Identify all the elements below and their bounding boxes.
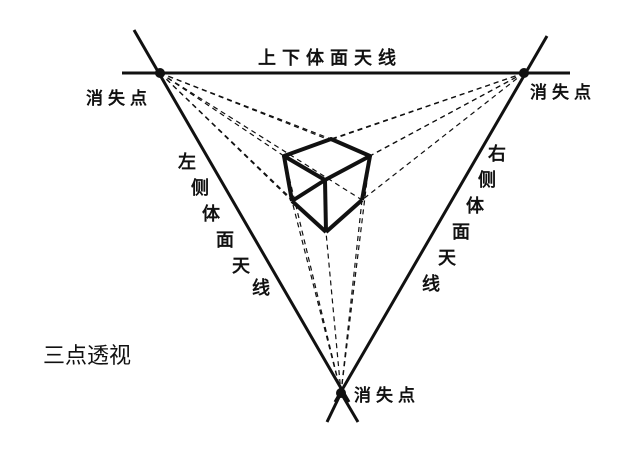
vanishing-point-bottom-label: 消失点 xyxy=(354,385,420,406)
construction-line xyxy=(330,72,525,140)
construction-lines xyxy=(159,72,525,394)
left-side-label-char: 面 xyxy=(216,230,234,251)
bottom-extension-right xyxy=(339,392,360,423)
construction-line xyxy=(324,72,525,181)
cube-top-face xyxy=(282,137,372,182)
right-side-label-char: 侧 xyxy=(478,170,496,191)
left-side-label-char: 左 xyxy=(178,151,196,173)
vanishing-point-right xyxy=(519,68,529,78)
construction-line xyxy=(159,72,285,157)
cube-edge xyxy=(290,199,328,234)
right-side-label-char: 右 xyxy=(488,143,506,165)
left-side-label-char: 体 xyxy=(202,203,221,225)
horizon-label: 上下体面天线 xyxy=(258,47,402,69)
cube-edge xyxy=(290,178,327,203)
left-side-label-char: 天 xyxy=(232,256,251,277)
cube-edge xyxy=(360,155,372,201)
vanishing-point-left-label: 消失点 xyxy=(86,88,152,109)
right-side-label-char: 面 xyxy=(452,222,470,243)
vanishing-point-bottom xyxy=(336,388,346,398)
vanishing-point-left xyxy=(155,68,165,78)
caption-label: 三点透视 xyxy=(43,344,131,369)
left-side-label-char: 线 xyxy=(252,277,270,299)
construction-line xyxy=(340,155,371,394)
left-side-label: 左 侧 体 面 天 线 xyxy=(178,151,270,299)
right-side-label-char: 线 xyxy=(422,273,440,295)
construction-line xyxy=(159,72,371,157)
construction-line xyxy=(291,200,342,394)
right-side-label-char: 体 xyxy=(466,195,485,217)
right-side-label-char: 天 xyxy=(438,248,457,269)
cube xyxy=(282,137,372,234)
cube-edge xyxy=(324,198,364,234)
right-side-line xyxy=(333,35,549,403)
left-side-line xyxy=(132,29,351,403)
bottom-extension-left xyxy=(325,392,343,423)
right-side-label: 右 侧 体 面 天 线 xyxy=(422,143,506,295)
left-side-label-char: 侧 xyxy=(191,178,209,199)
cube-edge xyxy=(282,155,294,202)
cube-edge xyxy=(323,179,328,233)
vanishing-point-right-label: 消失点 xyxy=(530,82,596,103)
construction-line xyxy=(361,72,525,201)
